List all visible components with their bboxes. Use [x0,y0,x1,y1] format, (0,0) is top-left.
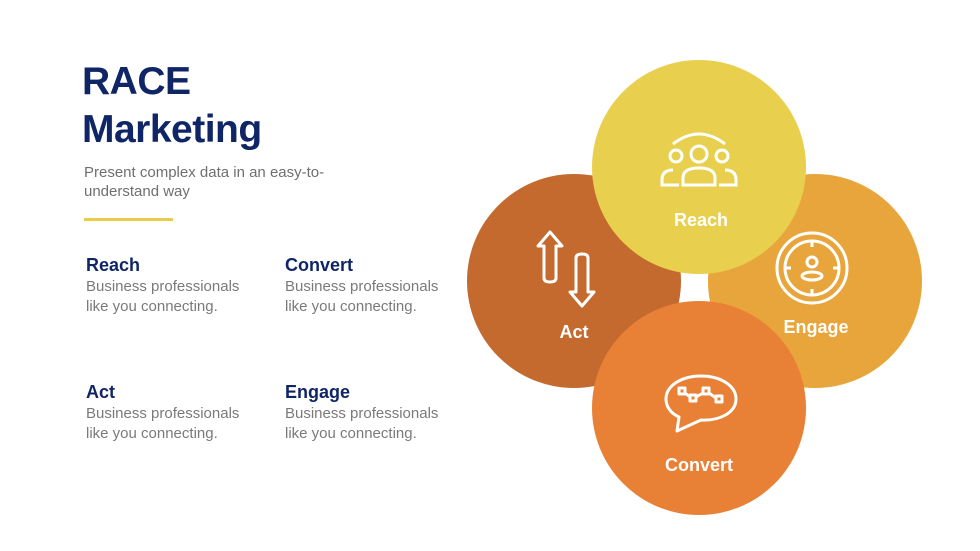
circle-label-convert: Convert [664,455,733,475]
circle-label-act: Act [559,322,589,342]
chat-bubble-icon [664,374,738,433]
circle-label-reach: Reach [673,210,729,230]
circle-label-engage: Engage [783,317,849,337]
accent-divider [84,218,173,221]
subtitle: Present complex data in an easy-to-under… [84,164,325,200]
target-person-icon [775,231,849,305]
up-down-arrows-icon [536,230,596,308]
circle-convert [592,301,806,515]
people-group-icon [660,132,738,187]
